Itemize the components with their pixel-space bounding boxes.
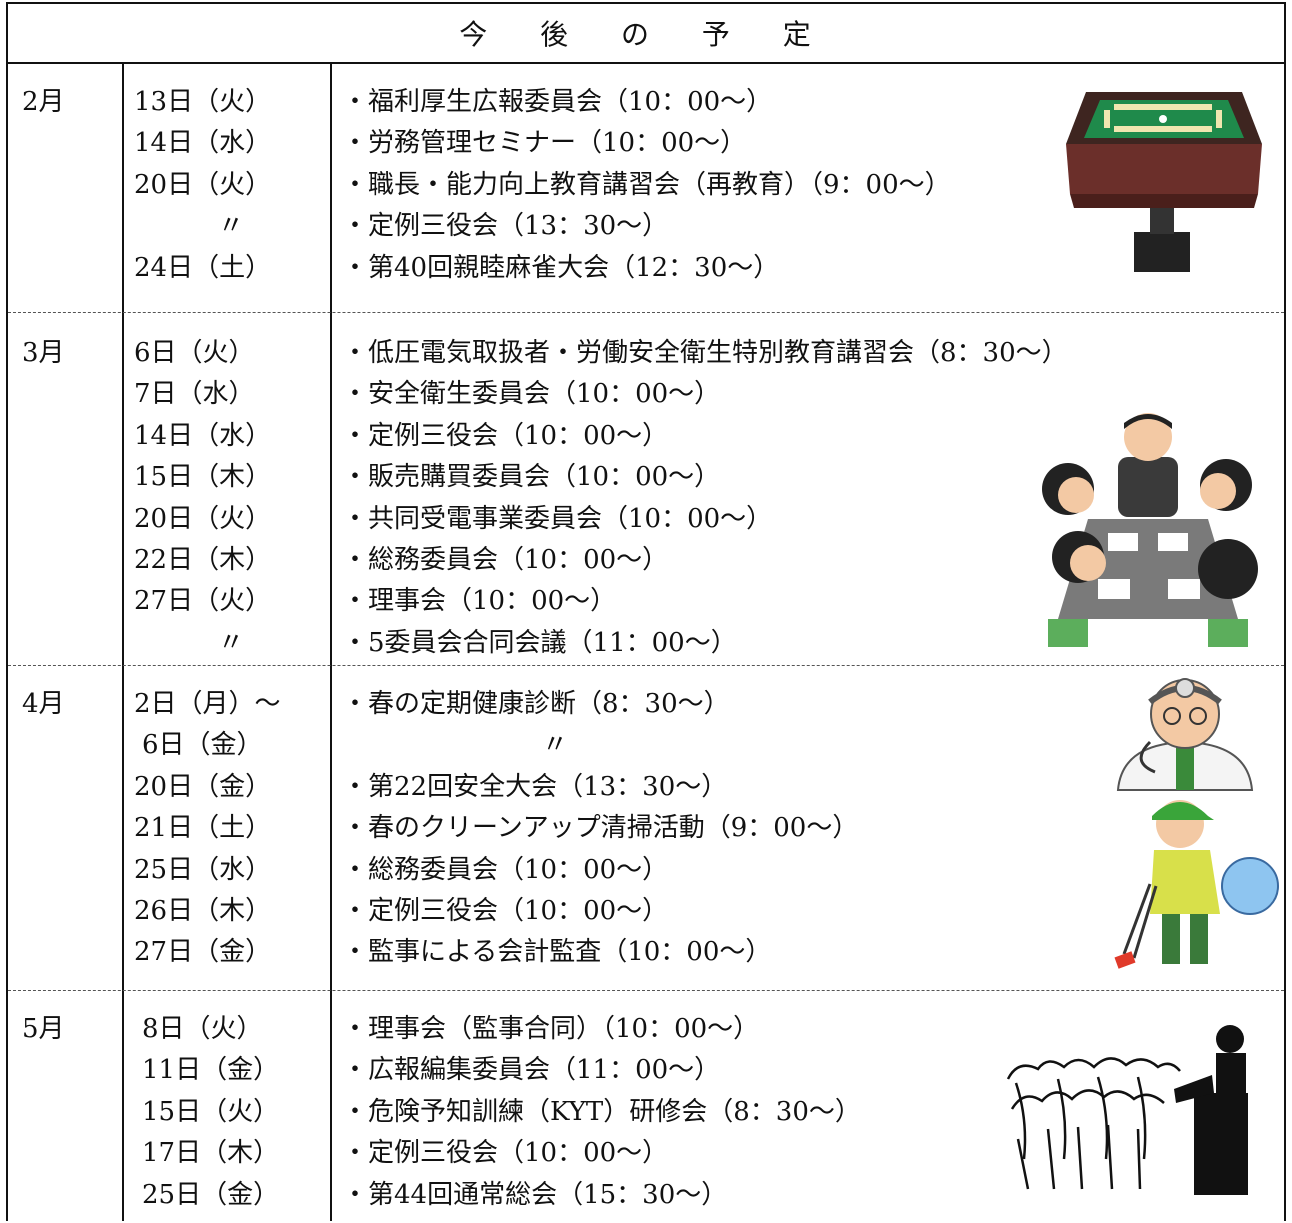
business-meeting-icon: [1042, 413, 1258, 647]
date-list: 13日（火） 14日（水） 20日（火） 〃 24日（土）: [134, 82, 324, 289]
month-label: 3月: [22, 338, 65, 368]
event-item: ・定例三役会（10：00〜）: [342, 420, 669, 451]
date-item: 6日（金）: [142, 730, 263, 761]
event-item: ・広報編集委員会（11：00〜）: [342, 1055, 721, 1086]
event-item: ・第40回親睦麻雀大会（12：30〜）: [342, 252, 780, 283]
event-item: ・第22回安全大会（13：30〜）: [342, 771, 728, 802]
section-divider: [8, 312, 1284, 313]
event-item: ・総務委員会（10：00〜）: [342, 854, 669, 885]
event-item: ・低圧電気取扱者・労働安全衛生特別教育講習会（8：30〜）: [342, 338, 1068, 368]
month-section-mar: 3月 6日（火） 7日（水） 14日（水） 15日（木） 20日（火） 22日（…: [8, 313, 1284, 665]
date-list: 6日（火） 7日（水） 14日（水） 15日（木） 20日（火） 22日（木） …: [134, 333, 324, 664]
date-item: 11日（金）: [142, 1055, 280, 1086]
date-item: 21日（土）: [134, 813, 272, 844]
assembly-speaker-icon: [1006, 1025, 1248, 1195]
date-item: 7日（水）: [134, 379, 255, 410]
date-item: 25日（金）: [142, 1179, 280, 1210]
month-label: 4月: [22, 689, 65, 719]
event-item: ・危険予知訓練（KYT）研修会（8：30〜）: [342, 1096, 861, 1127]
event-list: ・低圧電気取扱者・労働安全衛生特別教育講習会（8：30〜） ・安全衛生委員会（1…: [342, 333, 1068, 664]
date-list: 8日（火） 11日（金） 15日（火） 17日（木） 25日（金）: [134, 1009, 324, 1216]
date-item: 14日（水）: [134, 128, 272, 159]
event-item: ・5委員会合同会議（11：00〜）: [342, 627, 737, 658]
doctor-icon: [1116, 678, 1254, 791]
event-list: ・春の定期健康診断（8：30〜） 〃 ・第22回安全大会（13：30〜） ・春の…: [342, 684, 858, 974]
cleanup-worker-icon: [1114, 800, 1279, 969]
event-item: ・理事会（監事合同）（10：00〜）: [342, 1014, 760, 1044]
date-item: 15日（火）: [142, 1096, 280, 1127]
date-item: 25日（水）: [134, 854, 272, 885]
event-item: 〃: [542, 730, 569, 761]
column-divider-month: [122, 64, 124, 1221]
event-item: ・監事による会計監査（10：00〜）: [342, 937, 772, 968]
section-divider: [8, 990, 1284, 991]
event-item: ・安全衛生委員会（10：00〜）: [342, 379, 721, 410]
event-item: ・定例三役会（13：30〜）: [342, 211, 669, 242]
month-section-apr: 4月 2日（月）〜 6日（金） 20日（金） 21日（土） 25日（水） 26日…: [8, 666, 1284, 990]
date-item: 20日（火）: [134, 503, 272, 534]
date-item: 20日（火）: [134, 169, 272, 200]
date-item: 22日（木）: [134, 544, 272, 575]
event-item: ・定例三役会（10：00〜）: [342, 895, 669, 926]
schedule-table: 今 後 の 予 定 2月 13日（火） 14日（水） 20日（火） 〃 24日（…: [6, 2, 1286, 1221]
event-item: ・共同受電事業委員会（10：00〜）: [342, 503, 773, 534]
page-title: 今 後 の 予 定: [8, 4, 1284, 64]
event-item: ・定例三役会（10：00〜）: [342, 1138, 669, 1169]
date-item: 2日（月）〜: [134, 689, 281, 719]
date-item: 〃: [218, 627, 245, 658]
date-item: 14日（水）: [134, 420, 272, 451]
event-item: ・第44回通常総会（15：30〜）: [342, 1179, 728, 1210]
date-item: 26日（木）: [134, 895, 272, 926]
date-item: 17日（木）: [142, 1138, 280, 1169]
date-list: 2日（月）〜 6日（金） 20日（金） 21日（土） 25日（水） 26日（木）…: [134, 684, 324, 974]
event-item: ・理事会（10：00〜）: [342, 586, 617, 617]
date-item: 8日（火）: [142, 1014, 263, 1044]
event-item: ・春のクリーンアップ清掃活動（9：00〜）: [342, 813, 859, 844]
event-list: ・理事会（監事合同）（10：00〜） ・広報編集委員会（11：00〜） ・危険予…: [342, 1009, 861, 1216]
section-divider: [8, 665, 1284, 666]
event-item: ・福利厚生広報委員会（10：00〜）: [342, 87, 773, 117]
mahjong-table-icon: [1066, 92, 1262, 272]
date-item: 20日（金）: [134, 771, 272, 802]
event-list: ・福利厚生広報委員会（10：00〜） ・労務管理セミナー（10：00〜） ・職長…: [342, 82, 951, 289]
event-item: ・職長・能力向上教育講習会（再教育）（9：00〜）: [342, 169, 951, 200]
event-item: ・労務管理セミナー（10：00〜）: [342, 128, 747, 159]
date-item: 〃: [218, 211, 245, 242]
date-item: 24日（土）: [134, 252, 272, 283]
month-label: 2月: [22, 87, 65, 117]
date-item: 13日（火）: [134, 87, 272, 117]
column-divider-date: [330, 64, 332, 1221]
month-section-may: 5月 8日（火） 11日（金） 15日（火） 17日（木） 25日（金） ・理事…: [8, 991, 1284, 1223]
date-item: 6日（火）: [134, 338, 255, 368]
month-label: 5月: [22, 1014, 65, 1044]
date-item: 27日（火）: [134, 586, 272, 617]
month-section-feb: 2月 13日（火） 14日（水） 20日（火） 〃 24日（土） ・福利厚生広報…: [8, 64, 1284, 312]
date-item: 15日（木）: [134, 462, 272, 493]
event-item: ・春の定期健康診断（8：30〜）: [342, 689, 730, 719]
event-item: ・販売購買委員会（10：00〜）: [342, 462, 721, 493]
date-item: 27日（金）: [134, 937, 272, 968]
event-item: ・総務委員会（10：00〜）: [342, 544, 669, 575]
